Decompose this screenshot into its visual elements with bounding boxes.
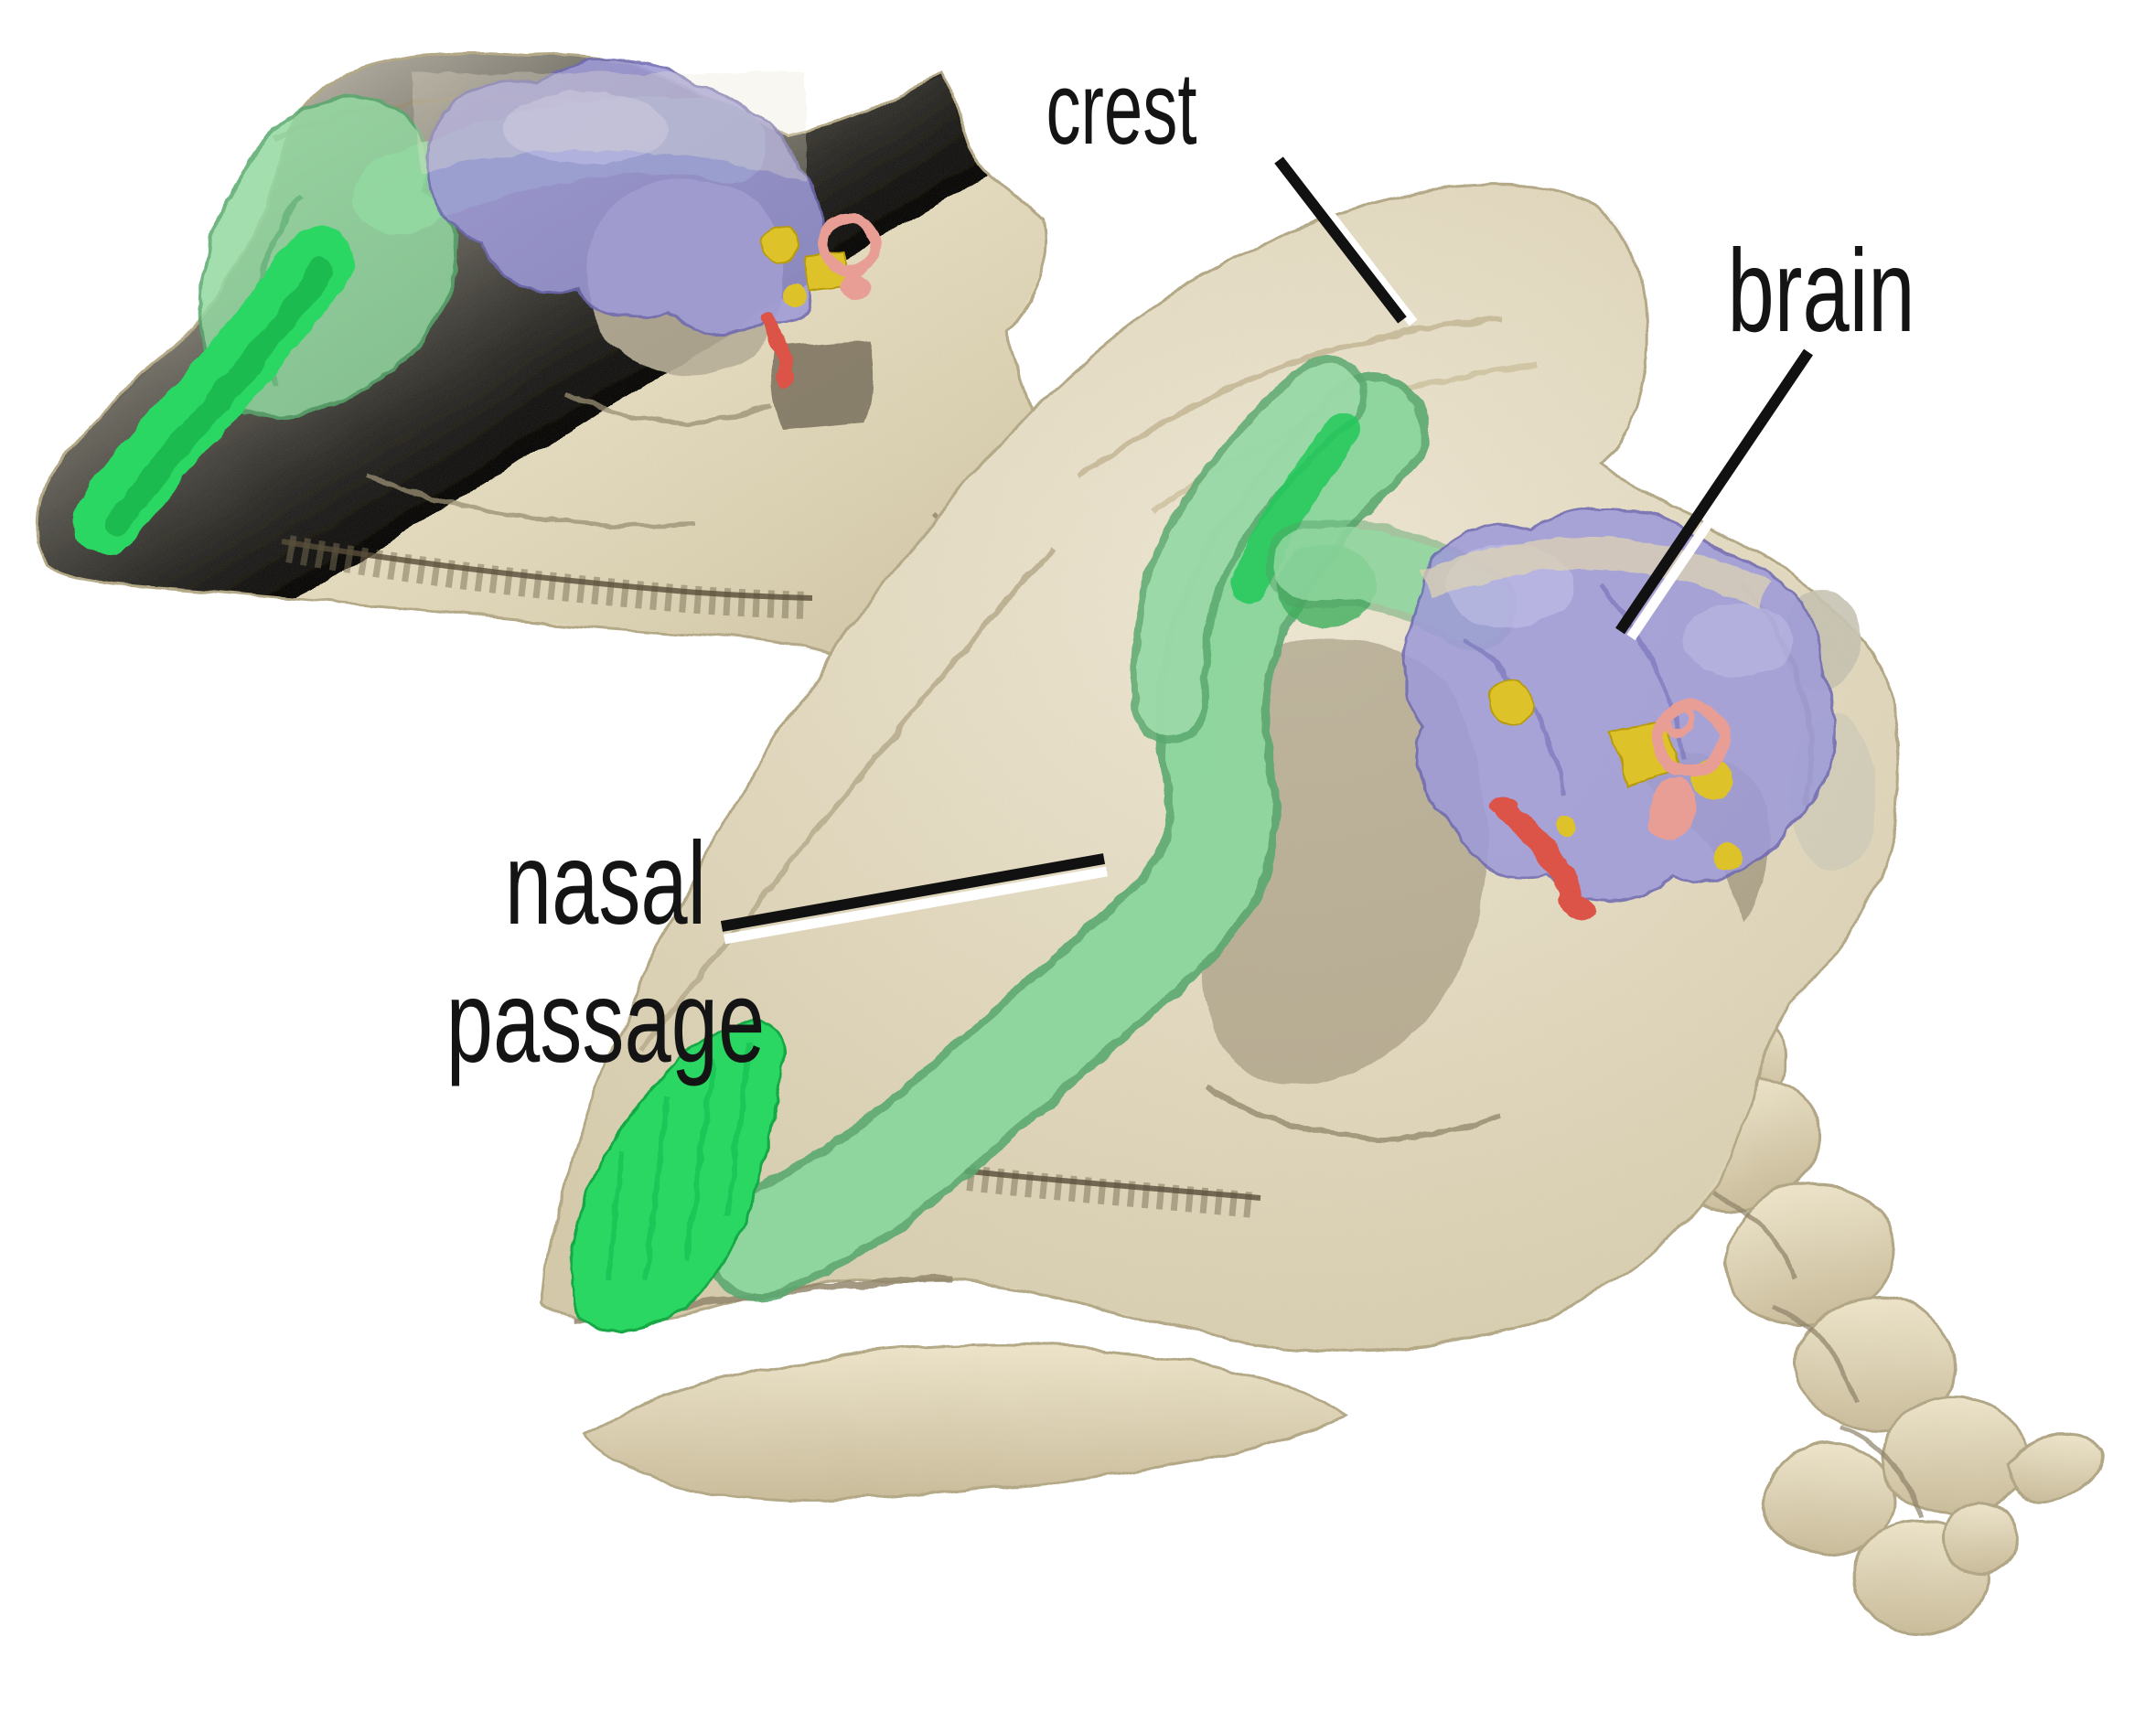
nasal-leader-line — [720, 853, 1106, 932]
juvenile-inner-ear — [760, 213, 881, 388]
adult-lower-jaw — [585, 1343, 1349, 1503]
nasal-second-tube — [1137, 363, 1360, 736]
annotations: crest brain nasal passage — [446, 51, 1915, 1086]
adult-brain-highlight-2 — [1683, 604, 1793, 677]
adult-inner-ear — [1488, 679, 1743, 921]
adult-stapes-red — [1496, 801, 1582, 905]
adult-ear-yellow-1 — [1488, 679, 1534, 725]
crest-leader-shadow — [1285, 159, 1418, 326]
vertebra — [1797, 1297, 1958, 1432]
bone-bar-over-brain — [1421, 538, 1773, 609]
adult-stapes-red-top — [1490, 797, 1519, 816]
bone-wash-over-brain — [412, 73, 805, 183]
brain-leader-line — [1615, 348, 1813, 635]
ear-yellow-1 — [760, 226, 799, 264]
adult-teeth-row — [961, 1165, 1261, 1218]
label-brain: brain — [1728, 225, 1915, 356]
adult-ear-yellow-4 — [1714, 843, 1743, 872]
vertebrae-creases — [1700, 1186, 1924, 1519]
adult-skull — [541, 183, 2103, 1633]
brain-label-text: brain — [1728, 225, 1915, 356]
juvenile-teeth-row — [281, 535, 813, 619]
nasal-label-line1: nasal — [505, 818, 706, 948]
vertebra — [1879, 1396, 2029, 1516]
ear-yellow-3 — [783, 283, 807, 307]
juvenile-brain-endocast — [412, 58, 825, 336]
vertebra — [1942, 1500, 2019, 1577]
adult-ear-yellow-5 — [1555, 817, 1577, 839]
ear-pink-lobe — [840, 274, 873, 300]
nasal-bright-sliver — [1230, 412, 1361, 604]
adult-stapes-red-knob — [1559, 890, 1597, 921]
ear-pink-canal-ring — [817, 213, 881, 277]
label-crest: crest — [1046, 51, 1196, 166]
adult-nasal-passage-endocast — [570, 356, 1518, 1332]
nasal-leader-shadow — [724, 866, 1108, 945]
nasal-snout-bright-patch — [570, 1019, 785, 1332]
leader-lines — [720, 156, 1823, 945]
vertebra-wing — [2006, 1434, 2103, 1504]
vertebra — [1762, 1443, 1897, 1556]
adult-ear-pink-lobe — [1647, 777, 1697, 843]
nasal-label-line2: passage — [446, 956, 765, 1086]
stapes-red-knob — [776, 369, 794, 388]
crest-leader-line — [1274, 156, 1407, 324]
adult-ear-pink-ring-small — [1663, 704, 1696, 737]
adult-ear-pink-ring — [1651, 700, 1730, 778]
neck-vertebrae — [1661, 1011, 2103, 1633]
juvenile-skull — [38, 53, 1080, 696]
label-nasal-passage: nasal passage — [446, 818, 765, 1086]
nasal-bright-striations — [606, 1042, 753, 1281]
nasal-snout-band-stripe — [107, 258, 334, 535]
brain-leader-shadow — [1626, 357, 1823, 641]
crest-label-text: crest — [1046, 51, 1196, 166]
